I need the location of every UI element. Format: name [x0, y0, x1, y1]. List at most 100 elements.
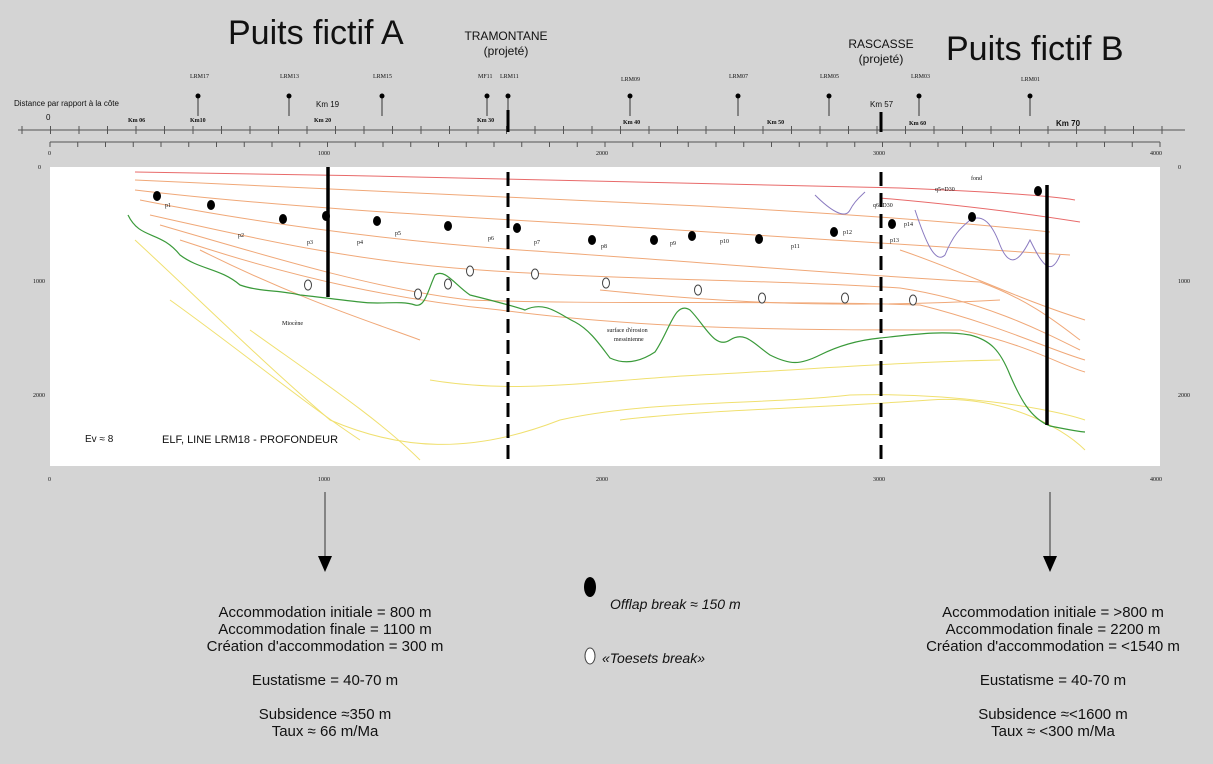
well-pin-head: [826, 93, 832, 99]
km-marker: Km 20: [314, 118, 332, 124]
toeset-break-marker: [909, 294, 917, 306]
sequence-label: p1: [165, 203, 171, 209]
x-tick-top: 1000: [318, 151, 330, 157]
label-erosion-messinian: messinienne: [614, 337, 644, 343]
label-rascasse: RASCASSE (projeté): [840, 37, 922, 67]
line-label: LRM07: [729, 74, 749, 80]
distance-zero: 0: [46, 113, 51, 122]
offlap-break-marker: [207, 200, 215, 210]
tramontane-status: (projeté): [483, 44, 529, 58]
x-tick-bottom: 2000: [596, 477, 608, 483]
offlap-break-marker: [588, 235, 596, 245]
sequence-label: p3: [307, 240, 313, 246]
toeset-break-marker: [841, 292, 849, 304]
sequence-label: p12: [843, 230, 852, 236]
y-tick-right: 0: [1178, 165, 1181, 171]
sequence-label: p4: [357, 240, 363, 246]
sequence-label: p13: [890, 238, 899, 244]
well-a-eustatism: Eustatisme = 40-70 m: [251, 672, 399, 689]
x-tick-bottom: 3000: [873, 477, 885, 483]
rascasse-name: RASCASSE: [848, 37, 914, 51]
offlap-break-marker: [1034, 186, 1042, 196]
km-marker: Km10: [190, 118, 206, 124]
sequence-label: p10: [720, 239, 729, 245]
km-marker: Km 50: [767, 120, 785, 126]
well-pin-head: [379, 93, 385, 99]
offlap-break-marker: [322, 211, 330, 221]
legend-symbols: [584, 577, 596, 665]
line-label: MF11: [478, 74, 493, 80]
line-label: LRM15: [373, 74, 393, 80]
well-pin-head: [484, 93, 490, 99]
x-tick-bottom: 0: [48, 477, 51, 483]
toeset-break-marker: [466, 265, 474, 277]
well-b-subsidence: Subsidence ≈<1600 m: [978, 706, 1128, 723]
toeset-break-marker: [414, 288, 422, 300]
label-q5: q5=D30: [935, 187, 955, 193]
well-a-accommodation-creation: Création d'accommodation = 300 m: [206, 638, 444, 655]
toeset-break-marker: [304, 279, 312, 291]
line-label: LRM17: [190, 74, 210, 80]
offlap-break-marker: [279, 214, 287, 224]
well-b-rate: Taux ≈ <300 m/Ma: [991, 723, 1115, 740]
tramontane-name: TRAMONTANE: [464, 29, 548, 43]
well-a-stats: Accommodation initiale = 800 m Accommoda…: [170, 604, 480, 740]
toeset-break-marker: [758, 292, 766, 304]
label-fond: fond: [971, 176, 982, 182]
label-tramontane: TRAMONTANE (projeté): [460, 29, 552, 59]
y-tick-right: 2000: [1178, 393, 1190, 399]
km-marker-large: Km 19: [316, 100, 340, 109]
y-tick-left: 1000: [33, 279, 45, 285]
well-b-stats: Accommodation initiale = >800 m Accommod…: [898, 604, 1208, 740]
km-marker-large: Km 70: [1056, 119, 1081, 128]
offlap-break-marker: [888, 219, 896, 229]
well-pin-head: [505, 93, 511, 99]
km-marker: Km 40: [623, 120, 641, 126]
label-miocene: Miocène: [282, 321, 303, 327]
offlap-break-marker: [968, 212, 976, 222]
sequence-label: p5: [395, 231, 401, 237]
x-tick-top: 0: [48, 151, 51, 157]
offlap-break-marker: [513, 223, 521, 233]
label-erosion-surface: surface d'érosion: [607, 328, 648, 334]
offlap-break-marker: [830, 227, 838, 237]
title-well-a: Puits fictif A: [228, 14, 404, 52]
km-marker-large: Km 57: [870, 100, 894, 109]
offlap-break-marker: [755, 234, 763, 244]
offlap-break-marker: [688, 231, 696, 241]
well-b-eustatism: Eustatisme = 40-70 m: [979, 672, 1127, 689]
offlap-break-marker: [373, 216, 381, 226]
toeset-break-marker: [602, 277, 610, 289]
line-label: LRM09: [621, 77, 641, 83]
toeset-break-marker: [694, 284, 702, 296]
offlap-symbol-icon: [584, 577, 596, 597]
x-tick-bottom: 4000: [1150, 477, 1162, 483]
offlap-break-marker: [153, 191, 161, 201]
well-a-accommodation-initial: Accommodation initiale = 800 m: [218, 604, 432, 621]
legend-toesets: «Toesets break»: [602, 650, 705, 666]
well-b-accommodation-creation: Création d'accommodation = <1540 m: [926, 638, 1180, 655]
sequence-label: p8: [601, 244, 607, 250]
well-pin-head: [627, 93, 633, 99]
offlap-break-marker: [650, 235, 658, 245]
section-title: ELF, LINE LRM18 - PROFONDEUR: [162, 434, 339, 446]
well-a-subsidence: Subsidence ≈350 m: [258, 706, 392, 723]
sequence-label: p14: [904, 222, 913, 228]
well-b-accommodation-final: Accommodation finale = 2200 m: [945, 621, 1161, 638]
distance-label: Distance par rapport à la côte: [14, 99, 119, 108]
km-marker: Km 30: [477, 118, 495, 124]
sequence-label: p7: [534, 240, 540, 246]
well-pin-head: [735, 93, 741, 99]
rascasse-status: (projeté): [858, 52, 904, 66]
line-label: LRM01: [1021, 77, 1041, 83]
km-marker: Km 60: [909, 121, 927, 127]
label-q6: q6=D30: [873, 203, 893, 209]
toeset-break-marker: [531, 268, 539, 280]
y-tick-left: 2000: [33, 393, 45, 399]
line-label: LRM13: [280, 74, 300, 80]
offlap-break-marker: [444, 221, 452, 231]
sequence-label: p6: [488, 236, 494, 242]
x-tick-top: 4000: [1150, 151, 1162, 157]
well-pin-head: [1027, 93, 1033, 99]
